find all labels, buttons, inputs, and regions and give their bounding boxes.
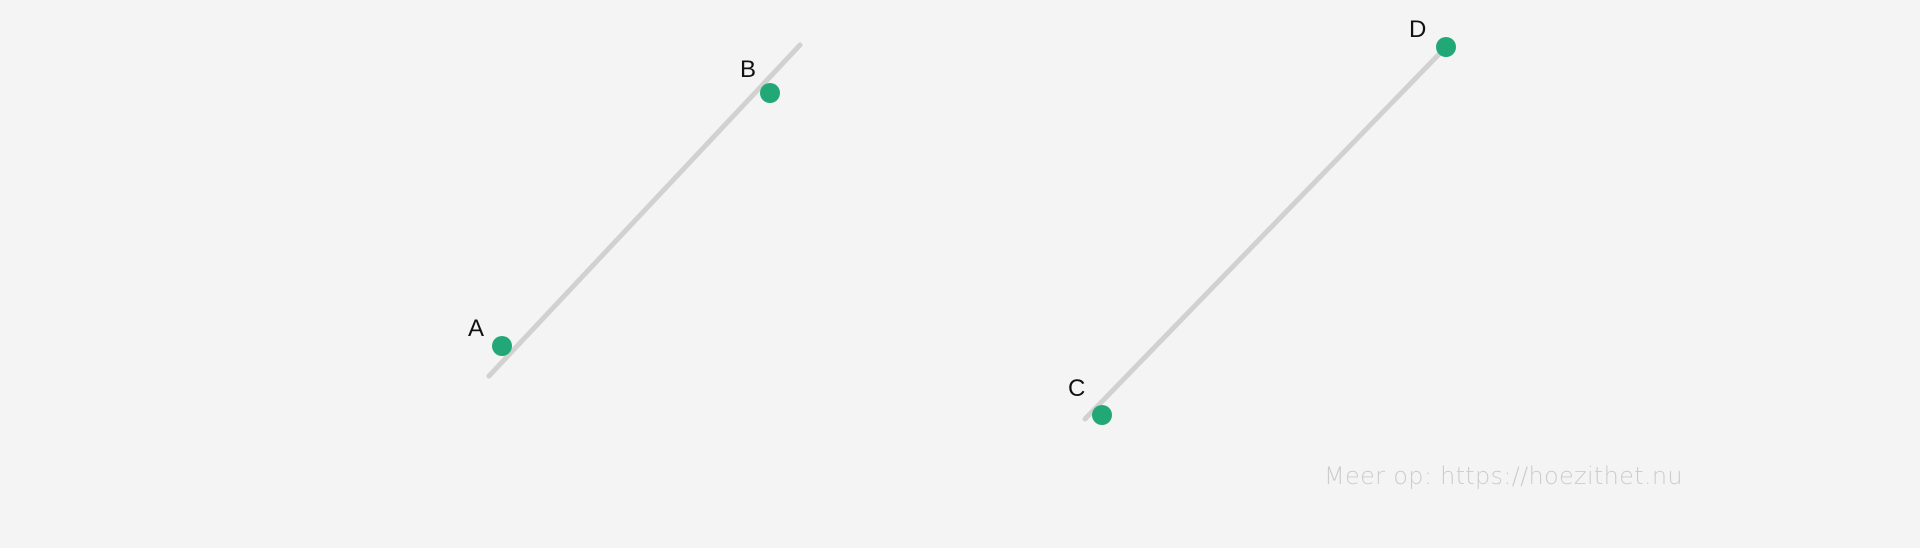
label-a: A [468,315,484,342]
line-ab [486,42,803,379]
point-d [1436,37,1456,57]
point-a [492,336,512,356]
watermark-link-text: Meer op: https://hoezithet.nu [1324,462,1683,490]
segment-cd [1082,44,1449,422]
point-b [760,83,780,103]
point-c [1092,405,1112,425]
label-c: C [1068,375,1085,402]
label-b: B [740,56,756,83]
label-d: D [1409,16,1426,43]
